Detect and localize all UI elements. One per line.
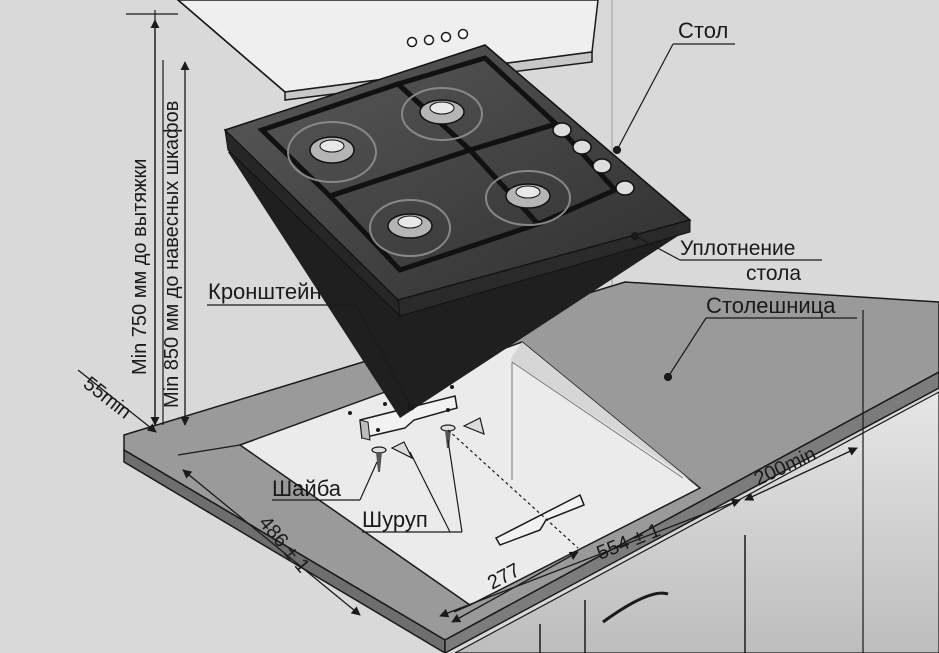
dim-front-gap: 55min	[79, 373, 135, 424]
label-stol: Стол	[678, 18, 728, 43]
label-kronshtein: Кронштейн	[208, 279, 322, 304]
knob-icon	[615, 180, 635, 196]
burner-icon	[287, 121, 377, 183]
burner-icon	[401, 87, 483, 141]
burner-icon	[369, 199, 451, 257]
label-shurup: Шуруп	[362, 507, 428, 532]
screw-icon	[390, 441, 414, 460]
gas-hob	[223, 44, 692, 418]
knob-icon	[552, 122, 572, 138]
label-uplotnenie-1: Уплотнение	[680, 237, 795, 260]
dim-hood-clearance: Min 750 мм до вытяжки	[129, 159, 151, 375]
burner-icon	[485, 170, 571, 226]
hood-knob-icon	[440, 31, 452, 43]
screw-icon	[462, 417, 485, 435]
hood-knob-icon	[423, 34, 435, 46]
knob-icon	[592, 158, 612, 174]
hood-knob-icon	[457, 28, 469, 40]
label-shaiba: Шайба	[272, 476, 342, 501]
hood-knob-icon	[406, 36, 418, 48]
dimension-lines	[77, 19, 858, 623]
dim-cabinet-clearance: Min 850 мм до навесных шкафов	[161, 101, 183, 408]
knob-icon	[572, 139, 592, 155]
label-stoleshnica: Столешница	[706, 293, 836, 318]
label-uplotnenie-2: стола	[746, 262, 801, 285]
